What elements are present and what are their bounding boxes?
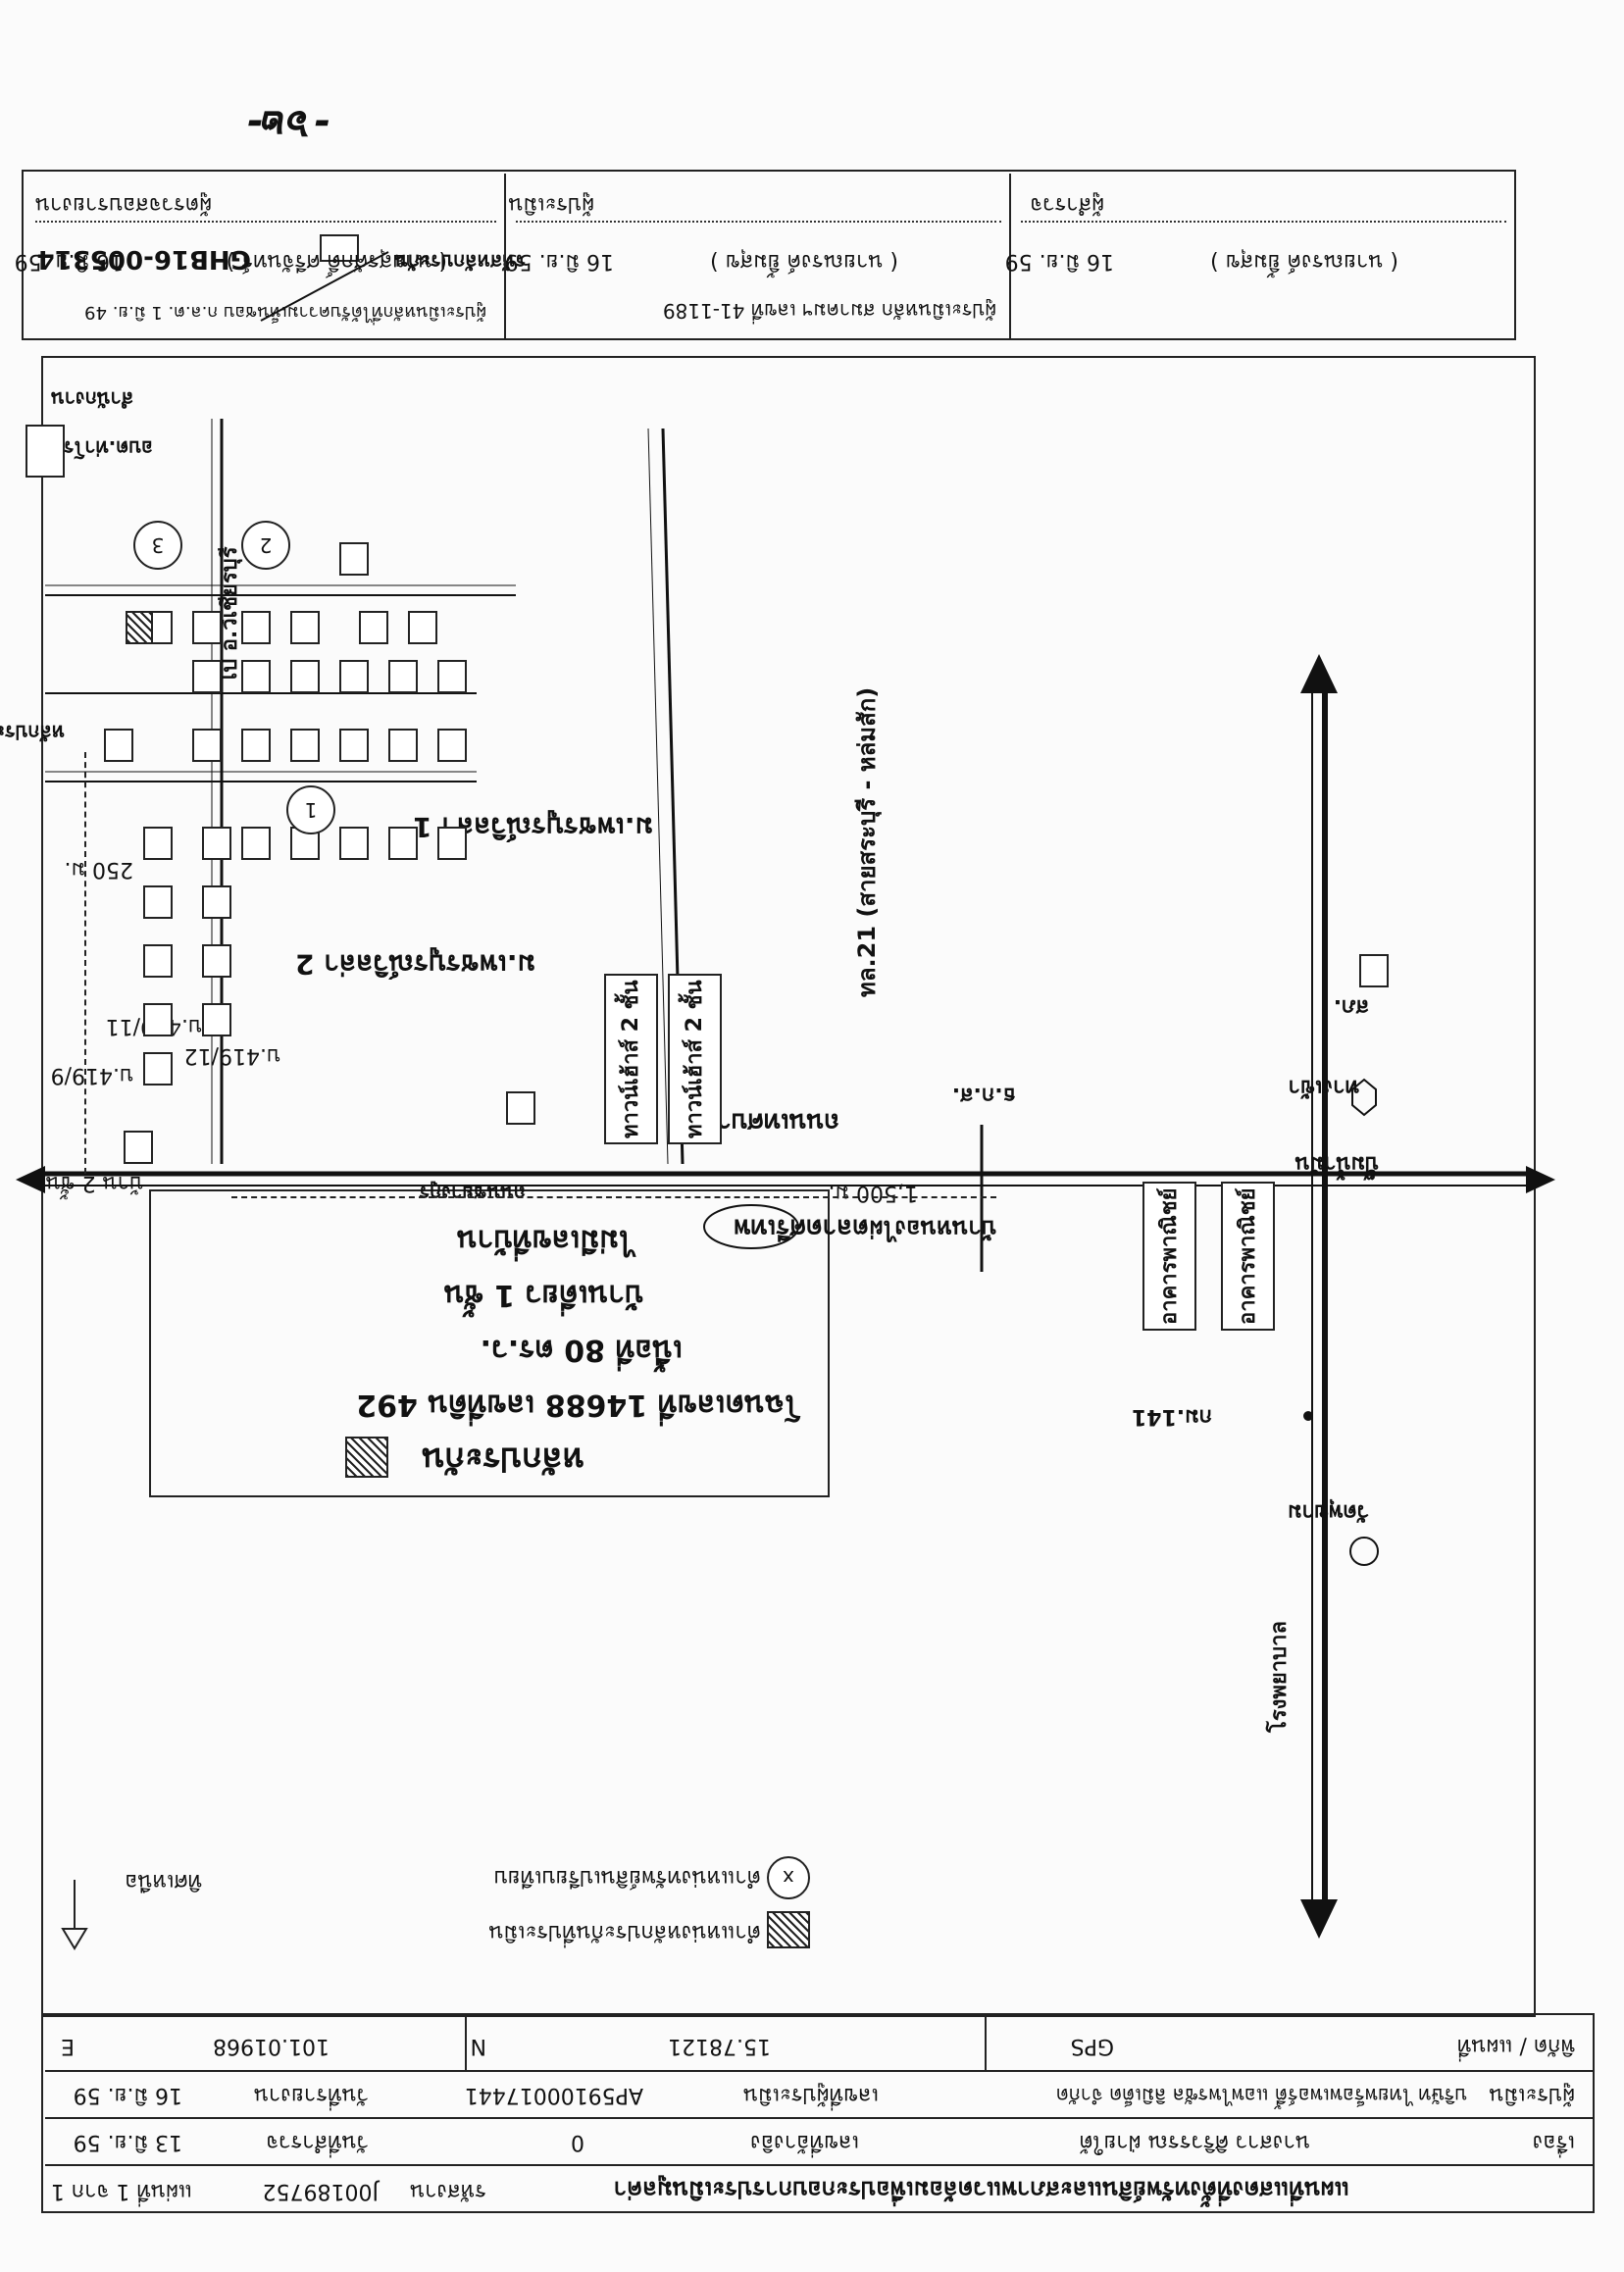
dist-1500-label: 1,500 ม. [828,1181,918,1205]
to-lomsak-label: ไป อ.วิเชียรบุรี [218,546,242,683]
highway-arrow-bottom-icon [1300,1899,1338,1939]
s3-date: 16 มิ.ย. 59 [14,249,124,274]
house-marker [192,729,222,762]
house-marker [290,729,320,762]
house-marker [192,660,222,693]
house-marker [408,611,437,644]
house-num-a: บ.419/9 [50,1063,133,1087]
office-marker [25,425,65,478]
bank-icon [1351,1078,1377,1117]
bank-label: ธ.ก.ส. [951,1083,1016,1107]
police-marker [1359,954,1389,987]
comp-circle-3: 3 [133,521,182,570]
s2-date: 16 มิ.ย. 59 [504,249,614,274]
market-ellipse [703,1204,799,1249]
collateral-line2: เนื้อที่ 80 ตร.ว. [480,1333,683,1367]
house-marker [241,729,271,762]
north-arrow-icon [61,1880,88,1950]
house-marker [202,885,231,919]
house-marker [339,542,369,576]
house-marker [359,611,388,644]
house-marker [506,1091,535,1125]
highway-arrow-top-icon [1300,654,1338,693]
house-marker [339,660,369,693]
house-num-c: บ.419/12 [183,1043,280,1068]
s2-license: ผู้ประเมินหลัก สมาคมฯ เลขที่ 41-1189 [662,299,996,323]
dist-250-leader [84,752,86,1174]
house2-label: บ้าน 2 ชั้น [45,1171,143,1195]
house-marker [241,611,271,644]
road-arrow-left-icon [1526,1166,1555,1193]
house-marker [339,827,369,860]
house-marker [143,944,173,978]
dist-250-label: 250 ม. [64,857,133,882]
hospital-label: โรงพยาบาล [1267,1621,1292,1733]
dist-1500-leader [231,1196,996,1198]
s3-name: ( นายสุรศักดิ์ ศรีจันทร์ ) [226,249,447,274]
house-marker [202,944,231,978]
comp-circle-2: 2 [241,521,290,570]
collateral-title: หลักประกัน [422,1439,584,1479]
school1-label: บ้านหนองไผ่ [869,1215,996,1242]
road-name-label: ถนนชยางกูร [419,1182,526,1205]
comp-house-label: หลักประกัน [0,721,65,744]
gas-label: ปั๊มน้ำมัน [1294,1151,1379,1176]
s1-date: 16 มิ.ย. 59 [1004,249,1114,274]
collateral-hatch-icon [345,1437,388,1478]
house-marker [143,1052,173,1086]
house-marker [388,827,418,860]
house-marker [104,729,133,762]
dotline [1021,221,1506,223]
house-marker [124,1131,153,1164]
dotline [35,221,496,223]
collateral-line1: โฉนดเลขที่ 14688 เลขที่ดิน 492 [356,1388,800,1422]
house-marker [202,1003,231,1036]
collateral-location-marker [126,611,153,644]
s1-name: ( นายณรงค์ ยิ้มสุข ) [1210,249,1398,274]
hospital-icon [1349,1537,1379,1566]
village-right-label: สำนักงาน [51,387,133,411]
house-marker [143,1003,173,1036]
house-marker [388,660,418,693]
bldg-c-label: ทาวน์เฮ้าส์ 2 ชั้น [668,974,722,1144]
house-marker [339,729,369,762]
s3-license: ผู้ประเมินหลักที่ได้รับความเห็นชอบ ก.ล.ต… [84,302,486,323]
s1-role: ผู้สำรวจ [1030,192,1104,217]
temple-label: วัดพุขาม [1287,1499,1369,1524]
dotline [516,221,1001,223]
km141-label: กม.141 [1131,1404,1212,1429]
house-marker [290,660,320,693]
s2-name: ( นายณรงค์ ยิ้มสุข ) [710,249,898,274]
bldg-a-label: อาคารพาณิชย์ [1221,1182,1275,1331]
collateral-line3: บ้านเดี่ยว 1 ชั้น [443,1278,643,1312]
house-marker [143,827,173,860]
police-label: สภ. [1333,994,1369,1019]
house-marker [241,660,271,693]
house-marker [143,885,173,919]
house-marker [437,827,467,860]
bldg-b-label: อาคารพาณิชย์ [1142,1182,1196,1331]
km-marker-icon [1303,1411,1313,1421]
house-marker [388,729,418,762]
market-label: ตลาดศรีเทพ [734,1213,869,1242]
right-label: ทางเข้า [1288,1075,1359,1099]
collateral-line4: ไม่มีเลขที่บ้าน [457,1223,634,1257]
house-marker [202,827,231,860]
house-marker [437,729,467,762]
s3-role: ผู้ตรวจสอบรายงาน [34,192,212,217]
highway21-label: ทล.21 (สายสระบุรี - หล่มสัก) [853,686,881,997]
bldg-d-label: ทาวน์เฮ้าส์ 2 ชั้น [604,974,658,1144]
house-marker [290,611,320,644]
office-left-label: อบต.ท่าโรง [54,436,153,460]
house-marker [241,827,271,860]
village2-label: ม.เพชรบูรณ์วิลล่า 2 [295,948,535,981]
comp-circle-1: 1 [286,785,335,834]
s2-role: ผู้ประเมิน [508,192,594,217]
house-marker [437,660,467,693]
road-arrow-right-icon [16,1166,45,1193]
house-marker [192,611,222,644]
